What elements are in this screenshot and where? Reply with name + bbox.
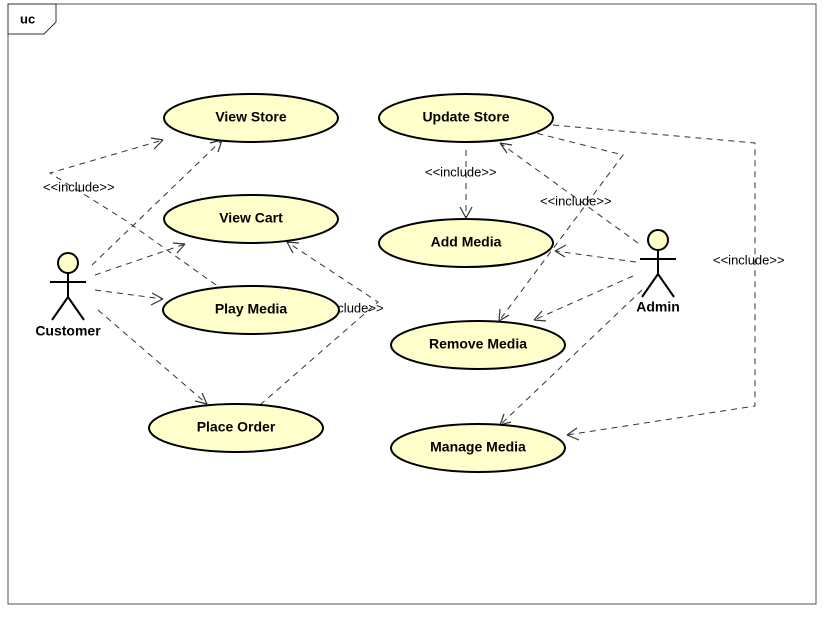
use-case-view-store[interactable]: View Store	[163, 93, 339, 143]
use-case-label: View Store	[215, 109, 287, 125]
customer-place-order-link	[97, 309, 208, 405]
use-case-remove-media[interactable]: Remove Media	[390, 320, 566, 370]
customer-play-media-link	[94, 289, 164, 300]
frame-tab	[7, 3, 57, 35]
include-update-add-arrowhead	[459, 206, 473, 219]
include-update-remove-link	[498, 127, 624, 322]
use-case-update-store[interactable]: Update Store	[378, 93, 554, 143]
actor-label: Customer	[35, 323, 101, 339]
use-case-place-order[interactable]: Place Order	[148, 403, 324, 453]
include-center-arrowhead	[286, 241, 300, 254]
include-right-link	[552, 124, 756, 436]
frame-label: uc	[20, 11, 35, 26]
use-case-play-media[interactable]: Play Media	[162, 285, 340, 335]
admin-add-media-link	[554, 250, 637, 263]
include-center-link	[259, 241, 379, 406]
customer-place-order-arrowhead	[194, 392, 208, 405]
stick-figure-icon	[50, 252, 86, 321]
actor-label: Admin	[636, 299, 680, 315]
admin-update-store-arrowhead	[499, 142, 513, 154]
use-case-manage-media[interactable]: Manage Media	[390, 423, 566, 473]
customer-view-cart-arrowhead	[172, 242, 186, 254]
use-case-label: Place Order	[197, 419, 276, 435]
admin-remove-media-link	[533, 275, 634, 321]
include-update-remove-label: <<include>>	[540, 193, 612, 208]
stick-figure-icon	[640, 229, 676, 298]
customer-view-store-link	[91, 139, 223, 266]
connectors	[48, 124, 756, 441]
diagram-frame	[7, 3, 817, 605]
include-update-add-label: <<include>>	[425, 164, 497, 179]
use-case-label: Update Store	[422, 109, 509, 125]
use-case-add-media[interactable]: Add Media	[378, 218, 554, 268]
include-left-link	[48, 139, 217, 286]
include-left-arrowhead	[150, 137, 164, 150]
customer-play-media-arrowhead	[150, 292, 164, 306]
include-right-label: <<include>>	[713, 252, 785, 267]
admin-remove-media-arrowhead	[533, 310, 547, 322]
include-update-remove-arrowhead	[498, 308, 510, 322]
use-case-label: Remove Media	[429, 336, 527, 352]
customer-view-cart-link	[94, 243, 186, 276]
use-case-label: Add Media	[431, 234, 502, 250]
use-case-label: Play Media	[215, 301, 288, 317]
actor-admin[interactable]: Admin	[636, 229, 680, 315]
use-case-label: Manage Media	[430, 439, 526, 455]
use-case-label: View Cart	[219, 210, 283, 226]
include-right-arrowhead	[566, 427, 580, 441]
include-left-label: <<include>>	[43, 179, 115, 194]
actor-customer[interactable]: Customer	[35, 252, 101, 339]
use-case-view-cart[interactable]: View Cart	[163, 194, 339, 244]
admin-add-media-arrowhead	[554, 244, 567, 258]
